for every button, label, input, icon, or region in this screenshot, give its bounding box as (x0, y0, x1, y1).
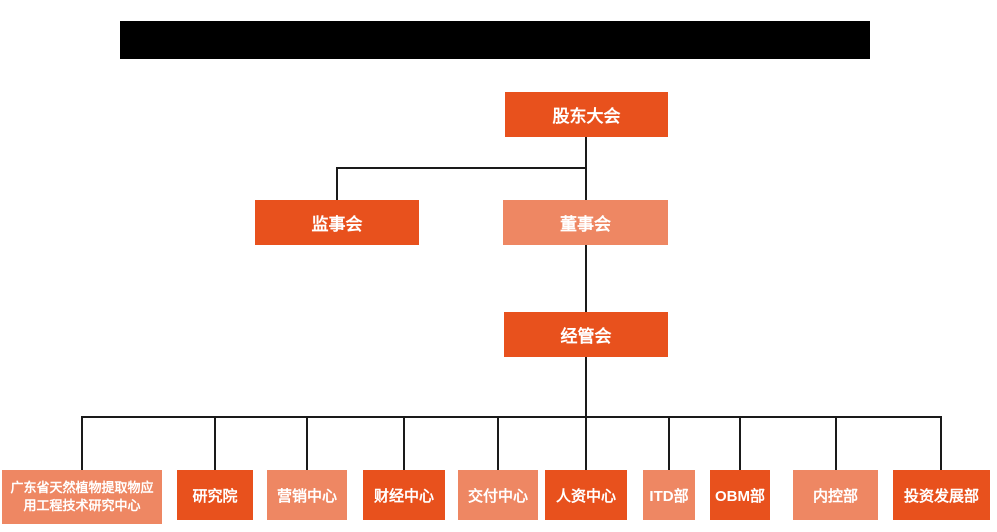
node-label: 研究院 (192, 487, 238, 505)
node-label: ITD部 (649, 487, 689, 505)
redacted-title-bar (120, 21, 870, 59)
node-dept-hr-center: 人资中心 (545, 470, 627, 520)
node-board-of-directors: 董事会 (503, 200, 668, 245)
node-dept-itd: ITD部 (643, 470, 695, 520)
node-label: 投资发展部 (903, 487, 979, 505)
node-label: OBM部 (715, 487, 765, 505)
node-dept-research-institute: 研究院 (177, 470, 253, 520)
node-management-committee: 经管会 (504, 312, 668, 357)
node-label: 经管会 (560, 327, 612, 346)
node-label: 内控部 (812, 487, 858, 505)
node-dept-marketing-center: 营销中心 (267, 470, 347, 520)
node-label: 股东大会 (552, 107, 621, 126)
node-dept-delivery-center: 交付中心 (458, 470, 538, 520)
node-label: 监事会 (311, 215, 363, 234)
node-dept-guangdong-research-center: 广东省天然植物提取物应用工程技术研究中心 (2, 470, 162, 524)
node-label: 广东省天然植物提取物应用工程技术研究中心 (10, 480, 154, 513)
node-dept-obm: OBM部 (710, 470, 770, 520)
node-label: 董事会 (560, 215, 611, 234)
node-label: 交付中心 (467, 487, 528, 505)
node-label: 财经中心 (373, 487, 434, 505)
node-label: 人资中心 (555, 487, 616, 505)
node-supervisory-board: 监事会 (255, 200, 419, 245)
node-dept-investment-development: 投资发展部 (893, 470, 990, 520)
node-dept-finance-center: 财经中心 (363, 470, 445, 520)
node-label: 营销中心 (276, 487, 337, 505)
node-dept-internal-control: 内控部 (793, 470, 878, 520)
node-shareholders-meeting: 股东大会 (505, 92, 668, 137)
